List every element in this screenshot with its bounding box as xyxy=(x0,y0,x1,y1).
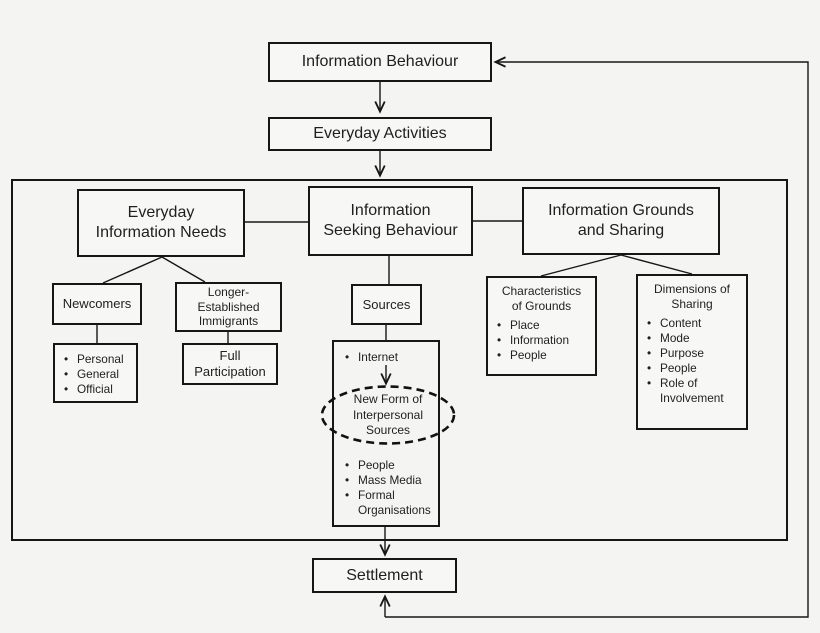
list-item: Mass Media xyxy=(344,473,436,488)
list-item: General xyxy=(63,367,134,382)
characteristics-of-grounds-header: Characteristics of Grounds xyxy=(501,284,582,313)
node-settlement: Settlement xyxy=(312,558,457,593)
list-item: Personal xyxy=(63,352,134,367)
list-item: Formal Organisations xyxy=(344,488,436,518)
dimensions-list: Content Mode Purpose People Role of Invo… xyxy=(638,316,746,407)
list-item: Purpose xyxy=(646,346,744,361)
list-item: Information xyxy=(496,333,593,348)
node-information-grounds-and-sharing: Information Grounds and Sharing xyxy=(522,187,720,255)
node-new-form-of-interpersonal-sources: New Form of Interpersonal Sources xyxy=(352,392,424,438)
node-full-participation: Full Participation xyxy=(182,343,278,385)
characteristics-of-grounds-box: Characteristics of Grounds Place Informa… xyxy=(486,276,597,376)
sources-first-list: Internet xyxy=(336,350,438,365)
characteristics-list: Place Information People xyxy=(488,318,595,363)
node-newcomers: Newcomers xyxy=(52,283,142,325)
node-information-behaviour: Information Behaviour xyxy=(268,42,492,82)
list-item: People xyxy=(646,361,744,376)
list-item: Internet xyxy=(344,350,436,365)
list-item: People xyxy=(496,348,593,363)
node-longer-established-immigrants: Longer- Established Immigrants xyxy=(175,282,282,332)
node-information-seeking-behaviour: Information Seeking Behaviour xyxy=(308,186,473,256)
node-everyday-activities: Everyday Activities xyxy=(268,117,492,151)
node-everyday-information-needs: Everyday Information Needs xyxy=(77,189,245,257)
dimensions-of-sharing-header: Dimensions of Sharing xyxy=(653,282,731,311)
list-item: Content xyxy=(646,316,744,331)
list-item: Role of Involvement xyxy=(646,376,744,406)
sources-types-list: People Mass Media Formal Organisations xyxy=(336,458,438,518)
list-item: People xyxy=(344,458,436,473)
list-item: Official xyxy=(63,382,134,397)
list-item: Mode xyxy=(646,331,744,346)
list-item: Place xyxy=(496,318,593,333)
newcomer-needs-list: Personal General Official xyxy=(55,352,136,397)
newcomer-needs-list-box: Personal General Official xyxy=(53,343,138,403)
dimensions-of-sharing-box: Dimensions of Sharing Content Mode Purpo… xyxy=(636,274,748,430)
node-sources: Sources xyxy=(351,284,422,325)
